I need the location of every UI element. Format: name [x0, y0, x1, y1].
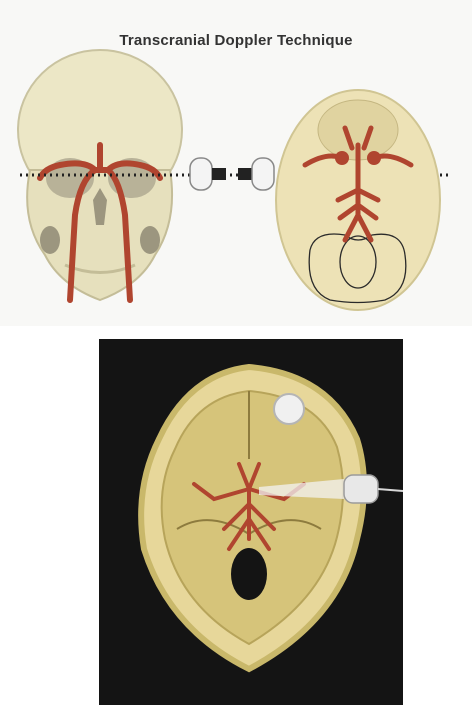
doppler-probe-icon [190, 158, 226, 190]
axial-artery-node [335, 151, 349, 165]
top-illustration-panel: Transcranial Doppler Technique [0, 0, 472, 326]
top-illustration-art [0, 0, 472, 326]
doppler-probe-icon [344, 475, 403, 503]
doppler-probe-icon [238, 158, 274, 190]
bottom-illustration-art [99, 339, 403, 705]
temporal-window-icon [274, 394, 304, 424]
foramen-magnum [231, 548, 267, 600]
axial-artery-node [367, 151, 381, 165]
bottom-illustration-panel [99, 339, 403, 705]
